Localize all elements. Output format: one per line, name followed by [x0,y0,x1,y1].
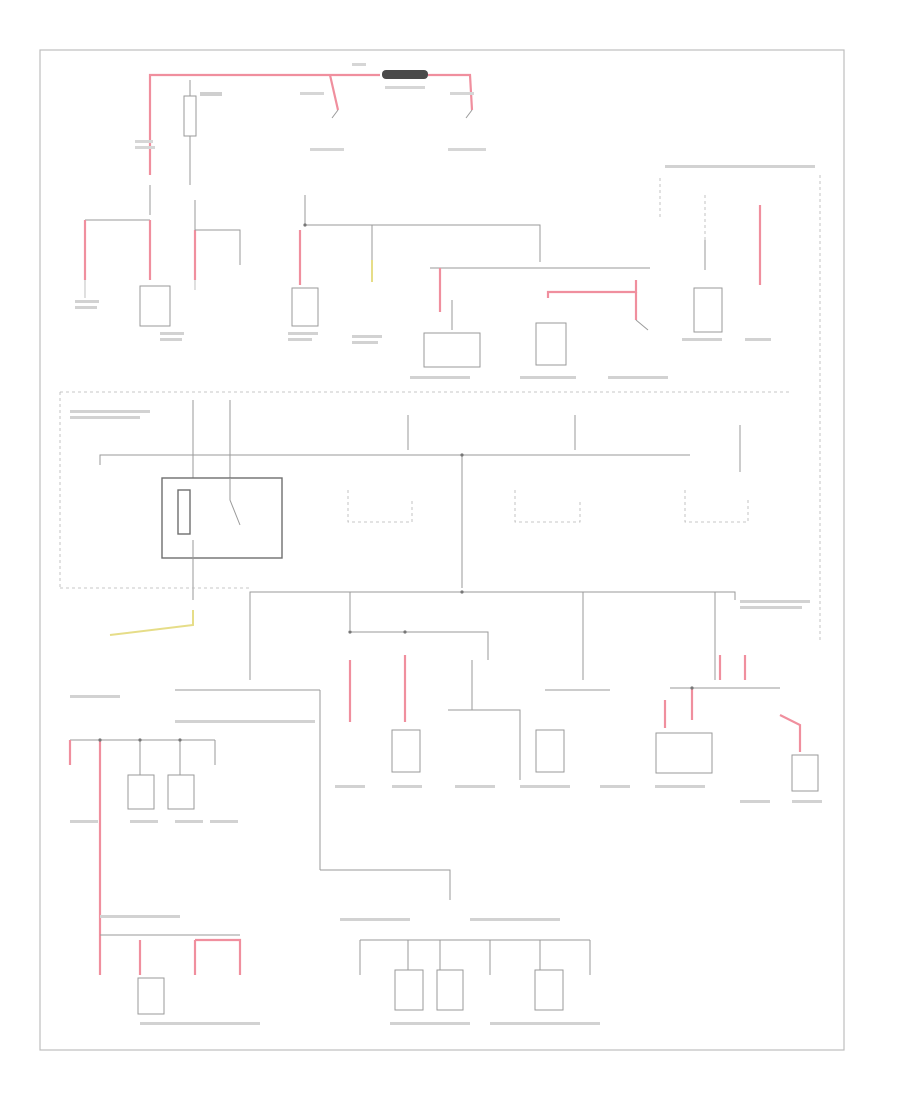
battery-symbol [183,95,197,137]
module-box-1 [291,287,319,327]
diagram-frame [39,49,845,1051]
lower-box-2 [535,729,565,773]
powertrain-control-module [423,332,481,368]
fusible-link [382,70,428,79]
injector-box-5 [436,969,464,1011]
label-marks [70,165,822,1025]
ignition-relay-section [59,392,749,636]
module-box-3 [693,287,723,333]
injector-box-3 [137,977,165,1015]
lower-box-4 [791,754,819,792]
injector-section-right [359,939,591,1011]
module-box-2 [535,322,567,366]
lower-box-1 [391,729,421,773]
injector-section-left [68,739,242,1015]
injector-box-1 [127,774,155,810]
injector-box-6 [534,969,564,1011]
top-labels [135,63,486,151]
top-power-section [135,63,486,185]
injector-box-4 [394,969,424,1011]
lower-fuse-row [175,592,819,900]
lower-box-3 [655,732,713,774]
upper-fuse-row [83,175,821,640]
injector-box-2 [167,774,195,810]
fuse-block-left [139,285,171,327]
splice-points [98,223,694,742]
ignition-switch [161,477,283,559]
